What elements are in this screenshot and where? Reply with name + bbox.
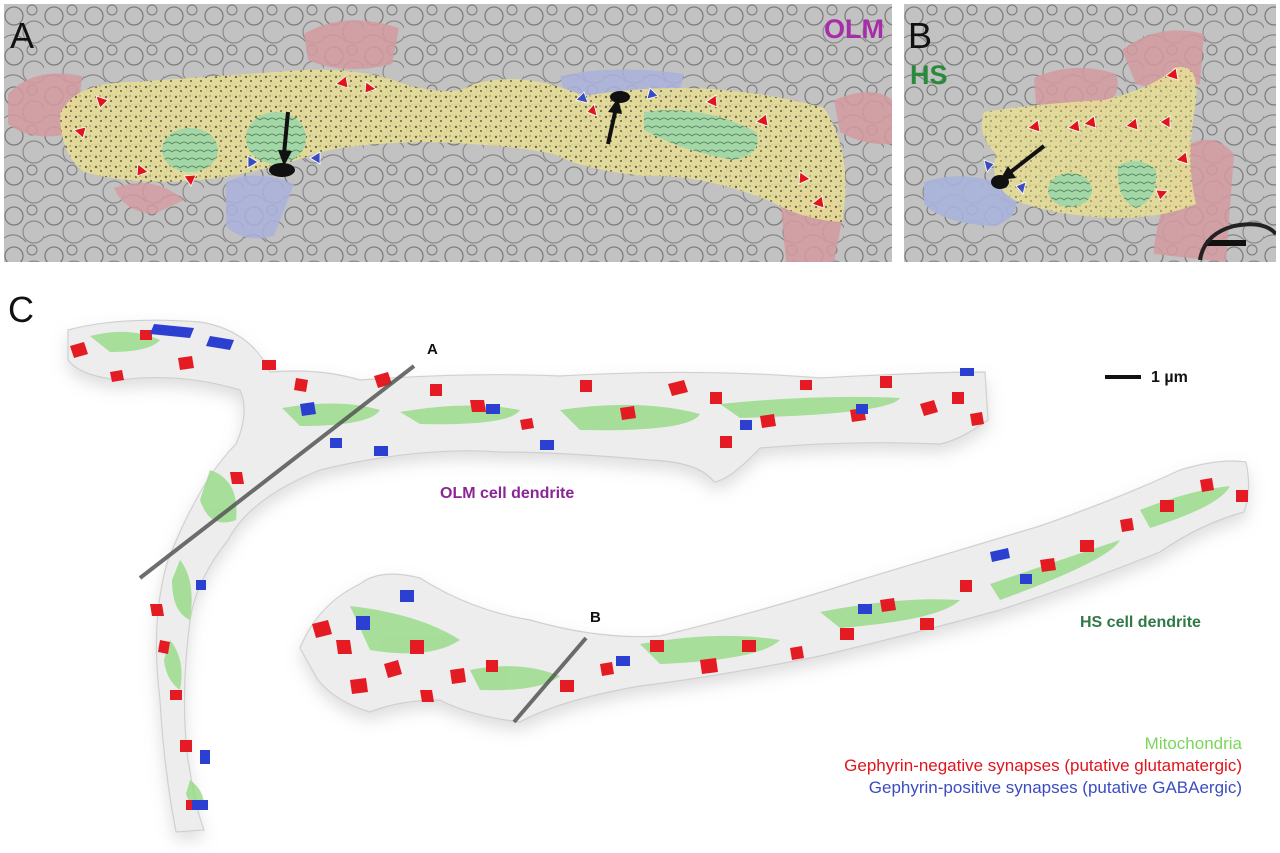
scale-bar-line bbox=[1105, 375, 1141, 379]
olm-dendrite-label: OLM cell dendrite bbox=[440, 485, 575, 502]
panel-letter: B bbox=[908, 15, 933, 56]
bouton-blue bbox=[226, 175, 294, 239]
legend-gephyrin-negative: Gephyrin-negative synapses (putative glu… bbox=[844, 756, 1242, 775]
bouton-red bbox=[114, 183, 184, 214]
legend: Mitochondria Gephyrin-negative synapses … bbox=[844, 733, 1242, 799]
legend-mitochondria: Mitochondria bbox=[1144, 734, 1242, 753]
blue-arrowheads bbox=[247, 87, 659, 169]
cell-type-tag: OLM bbox=[824, 14, 884, 44]
cell-type-tag: HS bbox=[910, 60, 948, 90]
em-panel-b: B HS bbox=[904, 4, 1276, 262]
em-panel-a: A OLM bbox=[4, 4, 892, 262]
legend-gephyrin-positive: Gephyrin-positive synapses (putative GAB… bbox=[868, 778, 1242, 797]
blue-arrowheads bbox=[983, 159, 1027, 195]
section-plane-b bbox=[512, 636, 588, 724]
em-image-b bbox=[904, 4, 1276, 262]
panel-letter: A bbox=[10, 15, 35, 56]
hs-dendrite-label: HS cell dendrite bbox=[1080, 614, 1201, 631]
olm-dendrite bbox=[67, 319, 989, 833]
arrow bbox=[1006, 144, 1046, 176]
arrow bbox=[282, 111, 290, 155]
hs-dendrite bbox=[299, 460, 1250, 723]
gold-particle bbox=[269, 163, 295, 177]
scale-bar-label: 1 µm bbox=[1151, 369, 1188, 386]
synapses-positive bbox=[150, 324, 1032, 810]
gold-particle bbox=[610, 91, 630, 103]
section-label-b: B bbox=[590, 609, 601, 626]
section-plane-a bbox=[138, 364, 416, 580]
arrow bbox=[606, 107, 618, 145]
panel-letter: C bbox=[8, 289, 34, 330]
synapses-negative bbox=[70, 330, 1248, 810]
em-scale-bar bbox=[1206, 240, 1246, 246]
red-arrowheads bbox=[73, 75, 825, 209]
bouton-red bbox=[304, 20, 399, 70]
bouton-red bbox=[834, 92, 892, 145]
bouton-blue bbox=[924, 176, 1017, 226]
em-image-a bbox=[4, 4, 892, 262]
red-arrowheads bbox=[1027, 67, 1189, 201]
section-label-a: A bbox=[427, 341, 438, 358]
